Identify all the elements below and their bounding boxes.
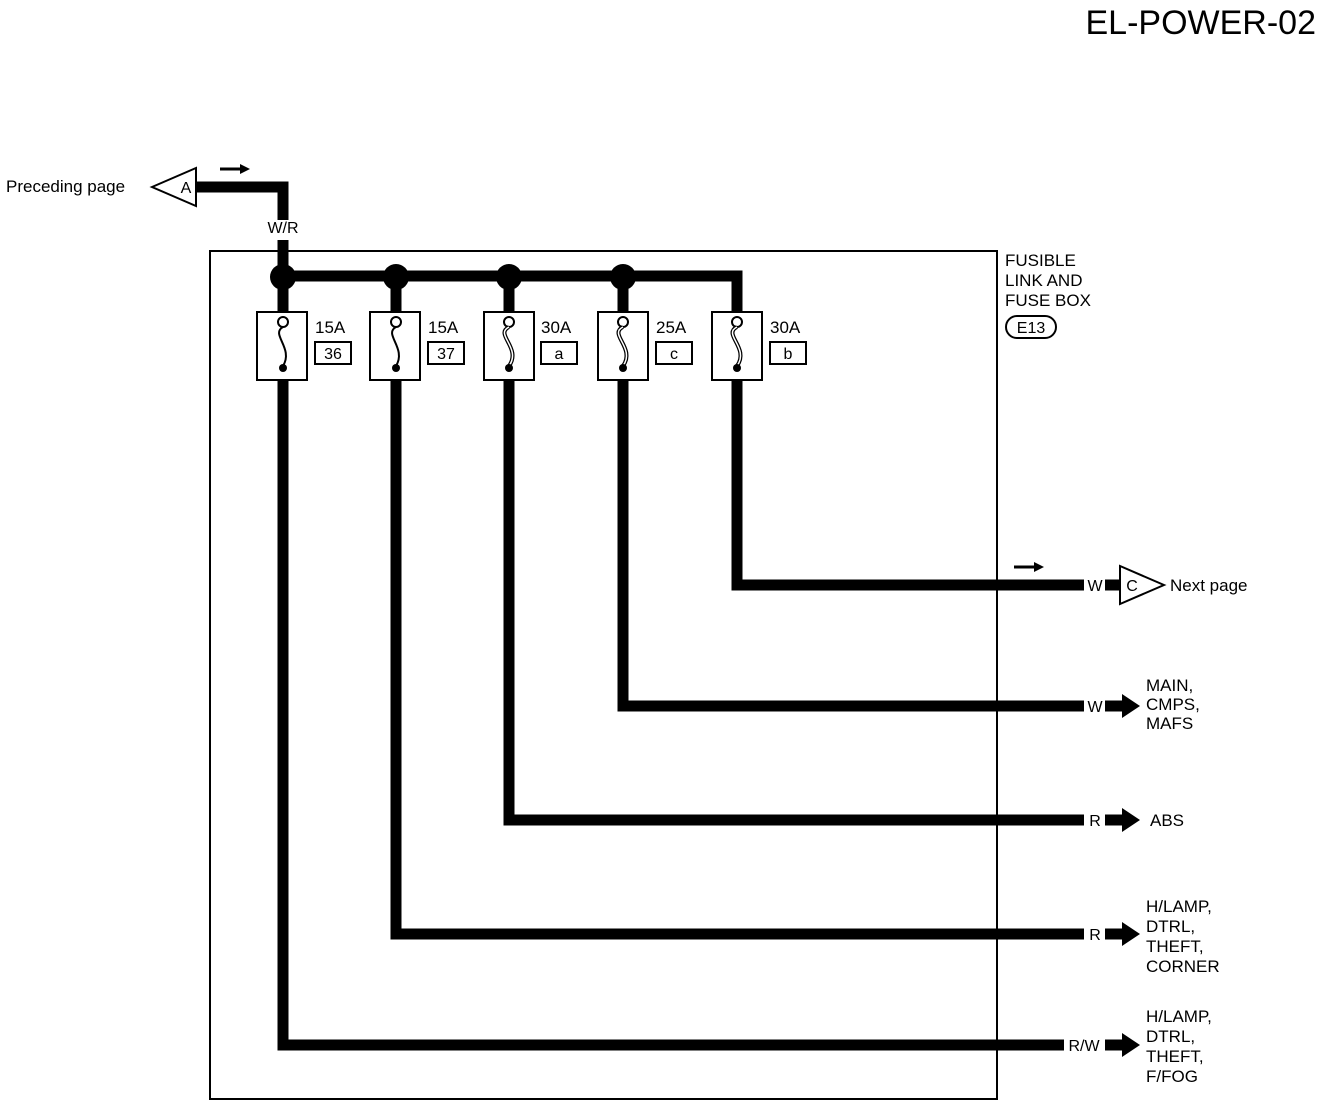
output-wire-corner [390,380,1084,940]
output-direction-arrowhead [1034,562,1044,572]
output-wire-color: R/W [1068,1038,1100,1055]
fuse-terminal-bottom [619,364,627,372]
fuse-id-box [427,341,465,365]
output-wire-color: R [1089,927,1101,944]
fuse-element [391,326,400,367]
preceding-page-label: Preceding page [6,177,125,196]
output-wire-color: W [1087,699,1103,716]
destination-line: ABS [1150,811,1184,830]
fuse-id-box [769,341,807,365]
fuse-terminal-top [277,316,289,328]
output-arrowhead [1122,808,1140,832]
destination-line: MAIN, [1146,676,1193,695]
destination-line: MAFS [1146,714,1193,733]
fuse-c: 25A c [597,311,693,381]
input-direction-arrowhead [240,164,250,174]
fuse-b: 30A b [711,311,807,381]
fuse-element [278,326,287,367]
fuse-box-outline [209,250,998,1100]
input-wire-top [196,181,289,220]
input-wire-color: W/R [267,220,298,237]
bus-bar-to-fuse-b [623,270,743,312]
fuse-element-inner [731,326,742,367]
output-wire-main [617,380,1084,712]
fuse-box-connector-id: E13 [1017,320,1046,337]
connector-c-triangle [1119,564,1167,606]
page-title: EL-POWER-02 [1086,4,1317,42]
fuse-terminal-top [731,316,743,328]
fuse-id: 36 [324,346,342,363]
fuse-element-inner [617,326,628,367]
destination-line: DTRL, [1146,1027,1195,1046]
fuse-id-box [540,341,578,365]
fuse-terminal-top [390,316,402,328]
fuse-id: a [555,346,564,363]
fuse-box-name-line-1: FUSIBLE [1005,251,1076,270]
destination-line: THEFT, [1146,1047,1204,1066]
fuse-36: 15A 36 [256,311,352,381]
destination-line: F/FOG [1146,1067,1198,1086]
output-arrowhead [1122,1033,1140,1057]
fuse-id-box [314,341,352,365]
fuse-box-connector-badge [1005,315,1057,339]
fuse-a: 30A a [483,311,578,381]
fuse-terminal-bottom [505,364,513,372]
fuse-rating: 15A [315,318,346,337]
output-arrowhead [1122,922,1140,946]
output-wire-ffog [277,380,1064,1051]
fuse-rating: 30A [770,318,801,337]
next-page-label: Next page [1170,576,1248,595]
output-wire-next-page [731,380,1084,591]
fuse-37: 15A 37 [369,311,465,381]
fuse-terminal-bottom [279,364,287,372]
output-wire-abs [503,380,1084,826]
fuse-element-inner [503,326,514,367]
destination-line: THEFT, [1146,937,1204,956]
fuse-box-name-line-3: FUSE BOX [1005,291,1091,310]
destination-line: CMPS, [1146,695,1200,714]
fuse-terminal-bottom [392,364,400,372]
connector-a-label: A [181,180,192,197]
output-wire-color: W [1087,578,1103,595]
fuse-terminal-bottom [733,364,741,372]
output-wire-color: R [1089,813,1101,830]
fuse-rating: 15A [428,318,459,337]
fuse-id-box [655,341,693,365]
fuse-box-name-line-2: LINK AND [1005,271,1082,290]
fuse-id: b [784,346,793,363]
output-arrowhead [1122,694,1140,718]
fuse-rating: 30A [541,318,572,337]
destination-line: DTRL, [1146,917,1195,936]
fuse-terminal-top [617,316,629,328]
destination-line: CORNER [1146,957,1220,976]
fuse-terminal-top [503,316,515,328]
fuse-rating: 25A [656,318,687,337]
destination-line: H/LAMP, [1146,1007,1212,1026]
destination-line: H/LAMP, [1146,897,1212,916]
fuse-id: 37 [437,346,455,363]
fuse-id: c [670,346,678,363]
connector-c-label: C [1126,578,1138,595]
